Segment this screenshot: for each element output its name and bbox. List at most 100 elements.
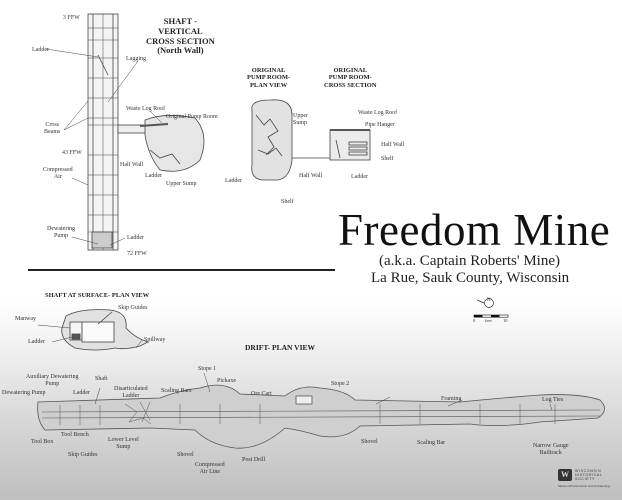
heading-line: VERTICAL [158,25,203,36]
label-framing: Framing [441,396,462,402]
map-aka: (a.k.a. Captain Roberts' Mine) [379,253,560,269]
label-scaling-bar: Scaling Bar [417,440,446,446]
pump-room-cross-heading: ORIGINAL PUMP ROOM- CROSS SECTION [324,67,377,89]
logo-line: HISTORICAL [575,473,603,478]
label-upper-sump: Upper Sump [166,181,197,187]
heading-line: PUMP ROOM- [247,74,291,82]
pump-room-plan-heading: ORIGINAL PUMP ROOM- PLAN VIEW [247,67,290,89]
label-auxiliary-dewatering-pump: Auxiliary Dewatering Pump [26,374,78,387]
label-ss-skip-guides: Skip Guides [118,305,148,311]
label-line: Beams [44,128,61,135]
pump-room-cross-drawing [329,129,371,161]
label-line: Pump [53,232,68,239]
scale-bar-graphic [473,314,509,318]
logo-text: WISCONSIN HISTORICAL SOCIETY [575,469,603,482]
heading-line: CROSS SECTION [324,81,377,89]
label-line: Disarticulated [114,386,148,392]
label-ss-spillway: Spillway [144,337,166,343]
north-arrow-icon: N [477,297,497,308]
label-tool-box: Tool Box [31,439,54,445]
label-line: Compressed [43,167,73,173]
label-line: Ladder [122,392,140,399]
drift-plan-heading: DRIFT- PLAN VIEW [245,343,316,352]
logo-mark-icon: W [558,469,572,481]
heading-line: CROSS SECTION [146,35,215,46]
label-line: Narrow Gauge [533,443,569,449]
label-shovel-2: Shovel [361,439,378,445]
label-stope-2: Stope 2 [331,381,350,387]
heading-line: (North Wall) [157,45,204,56]
label-line: Lower Level [108,437,139,443]
drift-plan-drawing [37,384,605,449]
wisconsin-historical-society-logo: W WISCONSIN HISTORICAL SOCIETY Museum/Pr… [558,467,620,491]
label-bottom-depth: 72 FFW [127,251,147,257]
label-pp-ladder: Ladder [225,178,242,184]
label-half-wall: Half Wall [120,162,144,168]
label-shovel-1: Shovel [177,452,194,458]
label-ladder-mid: Ladder [145,173,162,179]
label-top-depth: 3 FFW [63,15,80,21]
label-line: Air Line [199,468,221,475]
shaft-vertical-drawing [87,13,205,251]
label-lagging: Lagging [126,56,146,62]
label-ore-cart: Ore Cart [251,391,272,397]
logo-line: WISCONSIN [575,469,602,473]
heading-line: PLAN VIEW [249,81,288,89]
label-dewatering-pump: Dewatering Pump [2,390,46,396]
label-ladder-bottom: Ladder [127,235,144,241]
label-cross-beams: Cross Beams [44,122,60,135]
label-line: Sump [293,119,308,126]
label-pp-upper-sump: Upper Sump [293,113,308,126]
label-ss-ladder: Ladder [28,339,45,345]
label-line: Dewatering [47,226,75,232]
pump-room-plan-drawing [251,99,340,181]
leader-lines [37,48,553,411]
logo-tagline: Museum/Preservation and Archaeology [558,484,611,488]
label-narrow-gauge-railtrack: Narrow Gauge Railtrack [533,443,568,456]
heading-line: ORIGINAL [251,67,286,74]
label-line: Sump [116,443,131,450]
label-compressed-air-line: Compressed Air Line [195,462,225,475]
heading-line: ORIGINAL [333,67,368,74]
label-pp-shelf: Shelf [281,199,294,205]
label-line: Compressed [195,462,225,468]
label-dewatering-pump: Dewatering Pump [47,226,75,239]
shaft-surface-heading: SHAFT AT SURFACE- PLAN VIEW [45,292,150,299]
label-ladder: Ladder [73,390,90,396]
label-compressed-air: Compressed Air [43,167,73,180]
label-ss-manway: Manway [15,316,36,322]
map-title: Freedom Mine [338,205,611,255]
shaft-vertical-heading: SHAFT - VERTICAL CROSS SECTION (North Wa… [146,16,215,56]
logo-line: SOCIETY [575,477,595,482]
label-pc-waste-log-roof: Waste Log Roof [358,110,398,116]
north-label: N [487,298,491,303]
label-pc-ladder: Ladder [351,174,368,180]
scale-end: 10 [503,318,508,323]
label-disarticulated-ladder: Disarticulated Ladder [114,386,148,399]
scale-unit: feet [485,318,492,323]
label-ladder-top: Ladder [32,47,49,53]
label-waste-log-roof: Waste Log Roof [126,106,166,112]
label-pc-pipe-hanger: Pipe Hanger [365,122,395,128]
label-stope-1: Stope 1 [198,366,217,372]
label-pickaxe: Pickaxe [217,378,236,384]
scale-start: 0 [473,318,476,323]
label-post-drill: Post Drill [242,457,266,463]
heading-line: PUMP ROOM- [328,74,372,82]
label-line: Cross [45,122,59,128]
heading-line: SHAFT - [163,16,197,26]
label-line: Auxiliary Dewatering [26,374,79,380]
label-lower-level-sump: Lower Level Sump [108,437,139,450]
label-line: Pump [45,380,60,387]
label-mid-depth: 43 FFW [62,150,82,156]
label-tool-bench: Tool Bench [61,432,89,438]
label-log-ties: Log Ties [542,397,564,403]
label-line: Railtrack [539,449,562,456]
label-original-pump-room: Original Pump Room [166,114,218,120]
label-shaft: Shaft [95,376,108,382]
shaft-surface-drawing [61,309,150,351]
label-skip-guides: Skip Guides [68,452,98,458]
map-location: La Rue, Sauk County, Wisconsin [371,270,570,286]
label-pc-half-wall: Half Wall [381,142,405,148]
